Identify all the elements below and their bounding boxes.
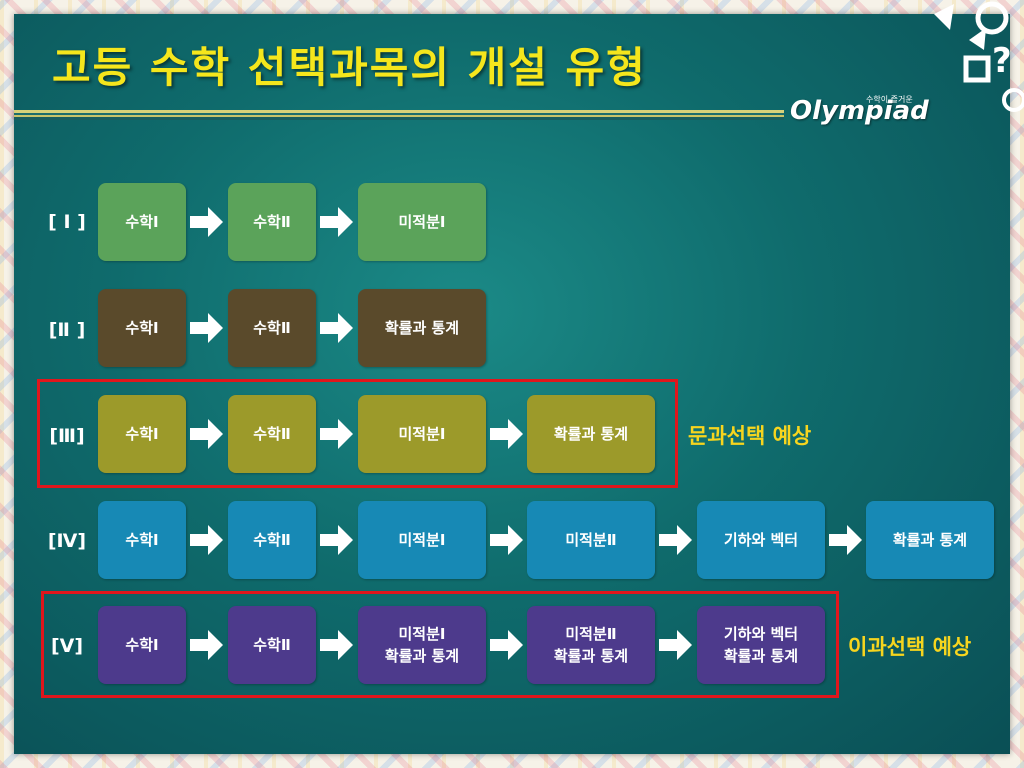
- logo-subtitle: 수학이 즐거운: [866, 95, 913, 104]
- course-name: 기하와 벡터: [723, 625, 799, 643]
- course-name: 미적분Ⅰ: [398, 213, 446, 231]
- course-name: 미적분Ⅰ: [398, 531, 446, 549]
- right-arrow-icon: [489, 419, 523, 449]
- course-box-r3-c3: 미적분Ⅰ: [358, 395, 486, 473]
- course-box-r3-c4: 확률과 통계: [527, 395, 655, 473]
- right-arrow-icon: [320, 630, 353, 660]
- right-arrow-icon: [489, 525, 523, 555]
- right-arrow-icon: [320, 207, 353, 237]
- right-arrow-icon: [659, 525, 692, 555]
- row-5-highlight-frame: [41, 591, 839, 698]
- course-box-r1-c2: 수학Ⅱ: [228, 183, 316, 261]
- note-humanities: 문과선택 예상: [688, 424, 812, 448]
- course-box-r4-c3: 미적분Ⅰ: [358, 501, 486, 579]
- course-box-r2-c1: 수학Ⅰ: [98, 289, 186, 367]
- course-box-r1-c3: 미적분Ⅰ: [358, 183, 486, 261]
- course-name: 확률과 통계: [384, 319, 460, 337]
- course-name: 수학Ⅰ: [125, 213, 159, 231]
- course-box-r4-c4: 미적분Ⅱ: [527, 501, 655, 579]
- row-label-1: [ Ⅰ ]: [48, 211, 86, 233]
- course-box-r1-c1: 수학Ⅰ: [98, 183, 186, 261]
- right-arrow-icon: [190, 630, 223, 660]
- title-underline: [14, 110, 784, 120]
- course-name: 수학Ⅰ: [125, 319, 159, 337]
- right-arrow-icon: [489, 630, 523, 660]
- course-box-r2-c2: 수학Ⅱ: [228, 289, 316, 367]
- right-arrow-icon: [190, 419, 223, 449]
- course-box-r3-c2: 수학Ⅱ: [228, 395, 316, 473]
- course-name: 수학Ⅱ: [253, 531, 291, 549]
- note-science: 이과선택 예상: [848, 635, 972, 659]
- svg-text:?: ?: [992, 41, 1012, 81]
- course-box-r3-c1: 수학Ⅰ: [98, 395, 186, 473]
- course-box-r2-c3: 확률과 통계: [358, 289, 486, 367]
- course-box-r4-c1: 수학Ⅰ: [98, 501, 186, 579]
- olympiad-logo: Olympiad: [790, 96, 929, 126]
- course-name: 미적분Ⅰ: [398, 625, 446, 643]
- row-label-3: [Ⅲ]: [49, 425, 85, 447]
- right-arrow-icon: [320, 525, 353, 555]
- right-arrow-icon: [320, 419, 353, 449]
- course-box-r5-c1: 수학Ⅰ: [98, 606, 186, 684]
- course-name: 확률과 통계: [384, 647, 460, 665]
- course-box-r4-c2: 수학Ⅱ: [228, 501, 316, 579]
- course-name: 수학Ⅰ: [125, 531, 159, 549]
- course-box-r4-c5: 기하와 벡터: [697, 501, 825, 579]
- course-name: 기하와 벡터: [723, 531, 799, 549]
- right-arrow-icon: [659, 630, 692, 660]
- row-label-5: [Ⅴ]: [50, 635, 84, 657]
- course-box-r5-c4: 미적분Ⅱ 확률과 통계: [527, 606, 655, 684]
- course-name: 수학Ⅱ: [253, 636, 291, 654]
- course-name: 확률과 통계: [723, 647, 799, 665]
- course-box-r5-c2: 수학Ⅱ: [228, 606, 316, 684]
- row-label-4: [Ⅳ]: [47, 530, 87, 552]
- right-arrow-icon: [828, 525, 862, 555]
- course-name: 수학Ⅱ: [253, 425, 291, 443]
- course-name: 확률과 통계: [553, 647, 629, 665]
- right-arrow-icon: [320, 313, 353, 343]
- course-name: 미적분Ⅱ: [565, 531, 617, 549]
- right-arrow-icon: [190, 313, 223, 343]
- course-name: 수학Ⅱ: [253, 213, 291, 231]
- right-arrow-icon: [190, 207, 223, 237]
- course-name: 미적분Ⅱ: [565, 625, 617, 643]
- course-name: 수학Ⅰ: [125, 425, 159, 443]
- course-name: 확률과 통계: [553, 425, 629, 443]
- course-name: 수학Ⅰ: [125, 636, 159, 654]
- row-3-highlight-frame: [37, 379, 678, 488]
- row-label-2: [Ⅱ ]: [48, 319, 86, 341]
- page-title: 고등 수학 선택과목의 개설 유형: [52, 43, 647, 92]
- course-box-r5-c3: 미적분Ⅰ 확률과 통계: [358, 606, 486, 684]
- course-box-r4-c6: 확률과 통계: [866, 501, 994, 579]
- right-arrow-icon: [190, 525, 223, 555]
- course-name: 수학Ⅱ: [253, 319, 291, 337]
- course-name: 미적분Ⅰ: [398, 425, 446, 443]
- math-symbols-decoration: ?: [934, 1, 1024, 112]
- course-name: 확률과 통계: [892, 531, 968, 549]
